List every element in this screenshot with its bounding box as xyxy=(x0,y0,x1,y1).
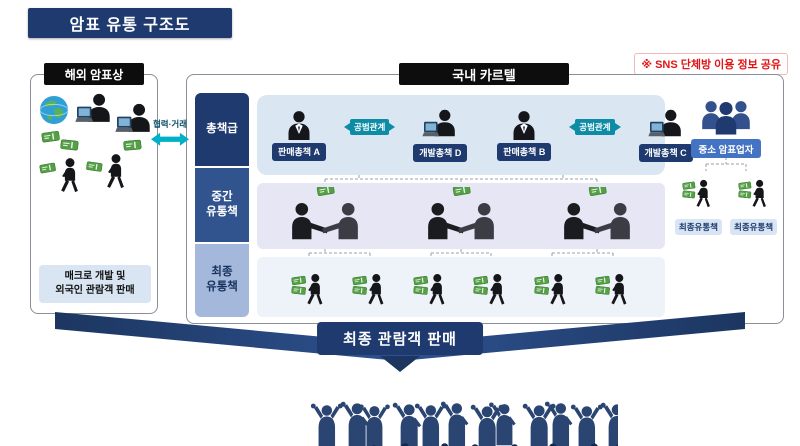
sales-boss-a-label: 판매총책 A xyxy=(271,142,327,161)
dev-boss-d: 개발총책 D xyxy=(398,109,482,162)
handshake-icon xyxy=(564,187,630,240)
accomplice-label: 공범관계 xyxy=(575,119,615,135)
cooperation-link: 협력·거래 xyxy=(150,119,190,174)
courier-walker-icon xyxy=(473,274,505,305)
courier-walker-icon xyxy=(412,274,444,305)
level-top-boss: 총책급 xyxy=(195,93,249,169)
sales-boss-a: 판매총책 A xyxy=(257,110,341,161)
ticket-icon xyxy=(473,275,489,286)
courier-walker-icon xyxy=(534,274,566,305)
ticket-icon xyxy=(737,190,752,199)
ticket-icon xyxy=(291,285,307,296)
ticket-icon xyxy=(41,130,61,143)
page-title: 암표 유통 구조도 xyxy=(28,8,232,38)
ticket-icon xyxy=(291,275,307,286)
dealer-group-icon xyxy=(698,97,754,135)
ticket-icon xyxy=(737,181,752,191)
ticket-icon xyxy=(595,285,611,296)
ticket-icon xyxy=(351,285,367,296)
runner-row xyxy=(257,257,665,317)
arrow-left-icon xyxy=(344,123,350,131)
final-runner-1: 최종유통책 xyxy=(674,174,722,235)
boss-row: 판매총책 A 공범관계 개발총책 D 판매총책 B xyxy=(257,95,693,175)
boss-group-a: 판매총책 A 공범관계 개발총책 D xyxy=(257,95,482,175)
ticket-icon xyxy=(595,275,611,286)
final-distributor-label: 최종유통책 xyxy=(730,219,778,235)
ticket-icon xyxy=(39,162,57,174)
handshake-row xyxy=(257,183,665,249)
dev-boss-c: 개발총책 C xyxy=(624,109,708,162)
overseas-header: 해외 암표상 xyxy=(44,63,144,85)
ticket-icon xyxy=(682,190,696,199)
double-arrow-icon xyxy=(151,132,189,146)
level-column: 총책급 중간 유통책 최종 유통책 xyxy=(195,93,249,317)
dev-boss-c-label: 개발총책 C xyxy=(638,143,693,162)
boss-group-b: 판매총책 B 공범관계 개발총책 C xyxy=(482,95,707,175)
cartel-header: 국내 카르텔 xyxy=(399,63,569,85)
courier-walker-icon xyxy=(291,274,323,305)
handshake-icon xyxy=(428,187,494,240)
scalper-laptop-icon xyxy=(75,93,110,122)
final-runners: 최종유통책 최종유통책 xyxy=(674,174,778,235)
overseas-caption: 매크로 개발 및 외국인 관람객 판매 xyxy=(39,265,151,303)
dev-boss-d-label: 개발총책 D xyxy=(413,143,468,162)
handshake-icon xyxy=(292,187,358,240)
arrow-right-icon xyxy=(614,123,621,131)
crowd-back-row xyxy=(311,402,618,446)
connector-lines xyxy=(308,157,747,257)
final-runner-2: 최종유통책 xyxy=(730,174,778,235)
sales-boss-b: 판매총책 B xyxy=(482,110,566,161)
courier-walker-icon xyxy=(107,154,124,189)
ticket-icon xyxy=(316,187,336,197)
final-sale-label: 최종 관람객 판매 xyxy=(317,322,483,355)
scalper-laptop-icon xyxy=(115,103,150,132)
small-dealers-label: 중소 암표업자 xyxy=(691,139,761,158)
ticket-icon xyxy=(123,139,142,151)
audience-crowd-illustration xyxy=(182,366,618,446)
sns-note: ※ SNS 단체방 이용 정보 공유 xyxy=(634,53,788,75)
ticket-icon xyxy=(85,161,103,172)
sales-boss-icon xyxy=(284,110,314,140)
developer-laptop-icon xyxy=(421,109,459,141)
sales-boss-icon xyxy=(509,110,539,140)
courier-walker-icon xyxy=(682,179,711,208)
courier-walker-icon xyxy=(737,179,766,208)
accomplice-label: 공범관계 xyxy=(350,119,390,135)
ticket-icon xyxy=(59,139,79,151)
ticket-icon xyxy=(534,275,550,286)
ticket-icon xyxy=(473,285,489,296)
level-middle-distributor: 중간 유통책 xyxy=(195,168,249,244)
courier-walker-icon xyxy=(595,274,627,305)
small-dealers-section: 중소 암표업자 최종유통책 최종유통책 xyxy=(673,97,779,235)
ticket-icon xyxy=(534,285,550,296)
overseas-panel: 매크로 개발 및 외국인 관람객 판매 xyxy=(30,74,158,314)
accomplice-relation-b: 공범관계 xyxy=(569,119,621,135)
ticket-icon xyxy=(682,181,697,191)
level-final-distributor: 최종 유통책 xyxy=(195,243,249,317)
globe-icon xyxy=(39,95,69,125)
arrow-right-icon xyxy=(389,123,396,131)
overseas-illustration xyxy=(39,93,150,193)
arrow-left-icon xyxy=(569,123,576,131)
final-distributor-label: 최종유통책 xyxy=(674,219,722,235)
ticket-icon xyxy=(452,187,472,197)
courier-walker-icon xyxy=(351,274,384,305)
ticket-icon xyxy=(412,275,428,286)
ticket-icon xyxy=(412,285,428,296)
courier-walker-icon xyxy=(61,158,78,193)
accomplice-relation-a: 공범관계 xyxy=(344,119,396,135)
cartel-panel: 총책급 중간 유통책 최종 유통책 판매총책 A 공범관계 개발총책 D xyxy=(186,74,784,324)
sales-boss-b-label: 판매총책 B xyxy=(497,142,552,161)
ticket-icon xyxy=(351,275,368,286)
ticket-icon xyxy=(588,187,608,197)
cooperation-label: 협력·거래 xyxy=(152,119,188,129)
